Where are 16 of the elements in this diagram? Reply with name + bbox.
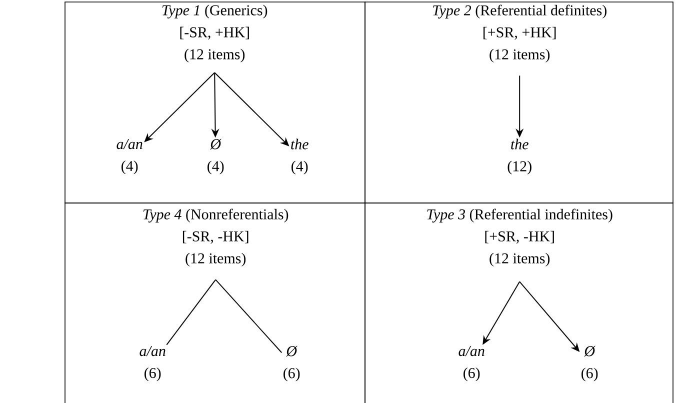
article-outcome: a/an (6) (458, 346, 484, 382)
type-heading: Type 2 (Referential definites) [+SR, +HK] (12 items) (433, 4, 606, 62)
type-heading: Type 1 (Generics) [-SR, +HK] (12 items) (162, 4, 268, 62)
table-cell (364, 202, 674, 403)
article-outcome: the (12) (508, 138, 532, 174)
article-outcome: a/an (4) (116, 139, 142, 174)
article-outcome: Ø (4) (208, 138, 224, 174)
table-cell (64, 2, 366, 204)
type-heading: Type 4 (Nonreferentials) [-SR, -HK] (12 items) (143, 208, 288, 266)
article-outcome: Ø (6) (582, 346, 598, 382)
article-outcome: the (4) (291, 138, 308, 174)
type-heading: Type 3 (Referential indefinites) [+SR, -HK] (12 items) (427, 208, 612, 266)
table-cell (64, 202, 366, 403)
article-outcome: Ø (6) (284, 346, 300, 382)
table-cell (364, 2, 674, 204)
article-outcome: a/an (6) (140, 346, 166, 382)
